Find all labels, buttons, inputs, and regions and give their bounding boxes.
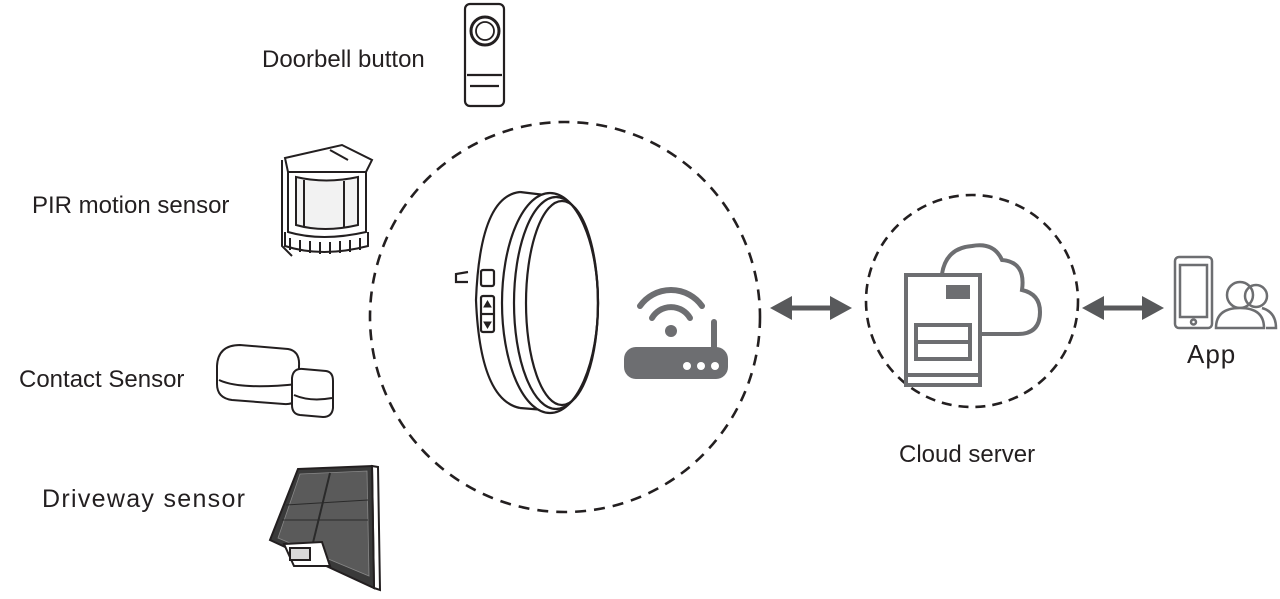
- doorbell-button-icon: [463, 2, 506, 108]
- wifi-router-icon: [624, 287, 728, 379]
- cloud-server-icon: [904, 243, 1043, 387]
- hub-device-icon: [454, 190, 600, 415]
- hub-cloud-arrow: [770, 296, 852, 320]
- app-label: App: [1187, 339, 1237, 369]
- pir-motion-sensor-label: PIR motion sensor: [32, 192, 230, 219]
- smartphone-users-icon: [1173, 255, 1278, 330]
- pir-motion-sensor-icon: [281, 143, 374, 257]
- cloud-app-arrow: [1082, 296, 1164, 320]
- contact-sensor-icon: [216, 343, 334, 419]
- driveway-sensor-icon: [268, 464, 382, 592]
- hub-range-circle: [368, 120, 762, 514]
- doorbell-button-label: Doorbell button: [262, 46, 425, 73]
- contact-sensor-label: Contact Sensor: [19, 366, 185, 393]
- cloud-server-circle: [864, 193, 1080, 409]
- driveway-sensor-label: Driveway sensor: [42, 485, 247, 513]
- cloud-server-label: Cloud server: [899, 441, 1036, 468]
